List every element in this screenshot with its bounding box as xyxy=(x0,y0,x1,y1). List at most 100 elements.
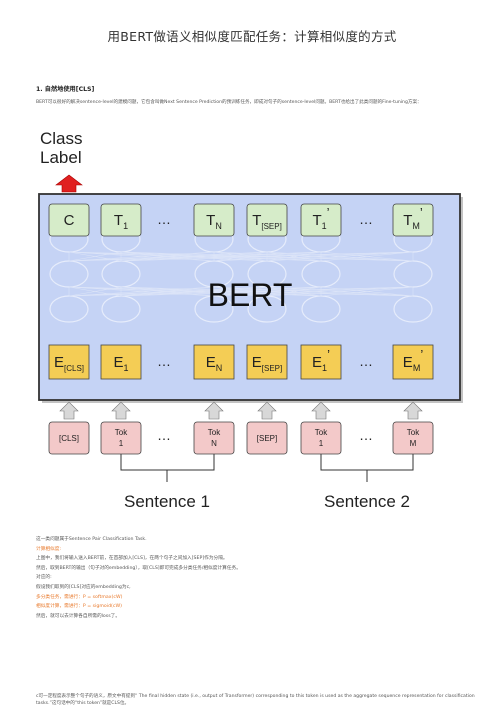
embedding-box xyxy=(193,344,235,380)
input-token-line2: 1 xyxy=(119,439,124,448)
output-token-subscript: M xyxy=(412,221,420,231)
input-token-label: [SEP] xyxy=(257,434,277,443)
network-edge xyxy=(320,251,414,262)
embedding-subscript: N xyxy=(216,363,223,373)
output-token-subscript: [SEP] xyxy=(261,222,281,231)
embedding-ellipsis: … xyxy=(359,353,373,369)
network-edge xyxy=(68,251,414,262)
embedding-label: EN xyxy=(206,354,223,373)
network-edge xyxy=(120,251,414,262)
output-token-label: T1 xyxy=(114,212,128,231)
input-arrow-up xyxy=(111,401,131,420)
sentence-2-bracket xyxy=(320,454,414,482)
network-edge xyxy=(266,286,322,297)
output-token-main: T xyxy=(114,212,123,229)
input-token-line1: Tok xyxy=(208,428,221,437)
output-token-box xyxy=(246,203,288,237)
output-token-subscript: 1 xyxy=(123,221,128,231)
input-ellipsis: … xyxy=(359,427,373,443)
network-edge xyxy=(68,251,215,262)
embedding-subscript: [SEP] xyxy=(262,364,282,373)
embedding-box xyxy=(246,344,288,380)
network-edge xyxy=(266,251,322,262)
embedding-subscript: M xyxy=(413,363,421,373)
embedding-label: EM’ xyxy=(403,347,424,373)
output-token-main: T xyxy=(252,212,261,229)
bert-label: BERT xyxy=(208,277,293,313)
input-token-box xyxy=(48,421,90,455)
embedding-main: E xyxy=(54,354,64,371)
network-edge xyxy=(320,286,414,297)
embedding-prime: ’ xyxy=(420,347,423,362)
sentence-1-label: Sentence 1 xyxy=(124,492,210,511)
network-edge xyxy=(68,251,322,262)
input-token-line2: 1 xyxy=(319,439,324,448)
input-token-line2: N xyxy=(211,439,217,448)
input-token-line1: Tok xyxy=(115,428,128,437)
output-token-prime: ’ xyxy=(327,205,330,220)
embedding-subscript: 1 xyxy=(322,363,327,373)
body-text: 这一类问题属于Sentence Pair Classification Task… xyxy=(36,535,476,621)
input-token-box xyxy=(100,421,142,455)
input-token-label: [CLS] xyxy=(59,434,79,443)
embedding-subscript: [CLS] xyxy=(64,364,84,373)
input-token-box xyxy=(246,421,288,455)
input-token-line2: M xyxy=(410,439,417,448)
embedding-label: E[CLS] xyxy=(54,354,84,373)
section-heading: 1. 自然地使用[CLS] xyxy=(36,86,95,93)
input-token-box xyxy=(300,421,342,455)
output-token-label: C xyxy=(64,212,75,229)
input-arrow-up xyxy=(403,401,423,420)
body-line: 然后，取到BERT的输出（句子对的embedding），取[CLS]即可完成多分… xyxy=(36,565,241,571)
body-line: 上图中，我们将输入送入BERT前，在首部加入[CLS]，在两个句子之间加入[SE… xyxy=(36,556,228,562)
network-edge xyxy=(68,251,122,262)
output-token-main: C xyxy=(64,212,75,229)
embedding-ellipsis: … xyxy=(157,353,171,369)
sentence-2-label: Sentence 2 xyxy=(324,492,410,511)
input-ellipsis: … xyxy=(157,427,171,443)
output-token-main: T xyxy=(206,212,215,229)
class-label-line2: Label xyxy=(40,148,82,167)
output-token-box xyxy=(100,203,142,237)
embedding-prime: ’ xyxy=(327,347,330,362)
embedding-label: E[SEP] xyxy=(252,354,282,373)
embedding-main: E xyxy=(252,354,262,371)
body-line: 然后，就可以去计算各自所需的loss了。 xyxy=(36,613,121,619)
output-token-subscript: 1 xyxy=(322,221,327,231)
output-token-ellipsis: … xyxy=(359,211,373,227)
sentence-1-bracket xyxy=(120,454,215,482)
input-arrow-up xyxy=(59,401,79,420)
body-line: 相似度计算，需进行：P = sigmoid(cW) xyxy=(36,604,122,610)
embedding-subscript: 1 xyxy=(124,363,129,373)
body-line: 计算相似度: xyxy=(36,546,62,552)
output-token-box xyxy=(193,203,235,237)
embedding-box xyxy=(48,344,90,380)
embedding-box xyxy=(100,344,142,380)
output-token-label: T[SEP] xyxy=(252,212,282,231)
class-label-line1: Class xyxy=(40,129,83,148)
embedding-main: E xyxy=(312,354,322,371)
network-edge xyxy=(213,251,414,262)
network-edge xyxy=(213,286,414,297)
footnote: c可一定程度表示整个句子的语义，原文中有提到“ The final hidden… xyxy=(36,694,475,707)
output-token-subscript: N xyxy=(215,221,222,231)
output-token-box xyxy=(300,203,342,237)
input-token-box xyxy=(193,421,235,455)
embedding-main: E xyxy=(403,354,413,371)
embedding-main: E xyxy=(113,354,123,371)
network-edge xyxy=(68,286,268,297)
input-token-line1: Tok xyxy=(315,428,328,437)
network-edge xyxy=(68,286,215,297)
network-edge xyxy=(120,286,414,297)
embedding-box xyxy=(392,344,434,380)
body-line: 对应的: xyxy=(36,575,52,581)
intro-paragraph: BERT可以很好的解决sentence-level的建模问题，它包含叫做Next… xyxy=(36,100,422,105)
network-edge xyxy=(68,286,122,297)
network-edge xyxy=(266,251,414,262)
output-token-ellipsis: … xyxy=(157,211,171,227)
input-token-line1: Tok xyxy=(407,428,420,437)
embedding-label: E1 xyxy=(113,354,128,373)
input-token-box xyxy=(392,421,434,455)
input-arrow-up xyxy=(311,401,331,420)
